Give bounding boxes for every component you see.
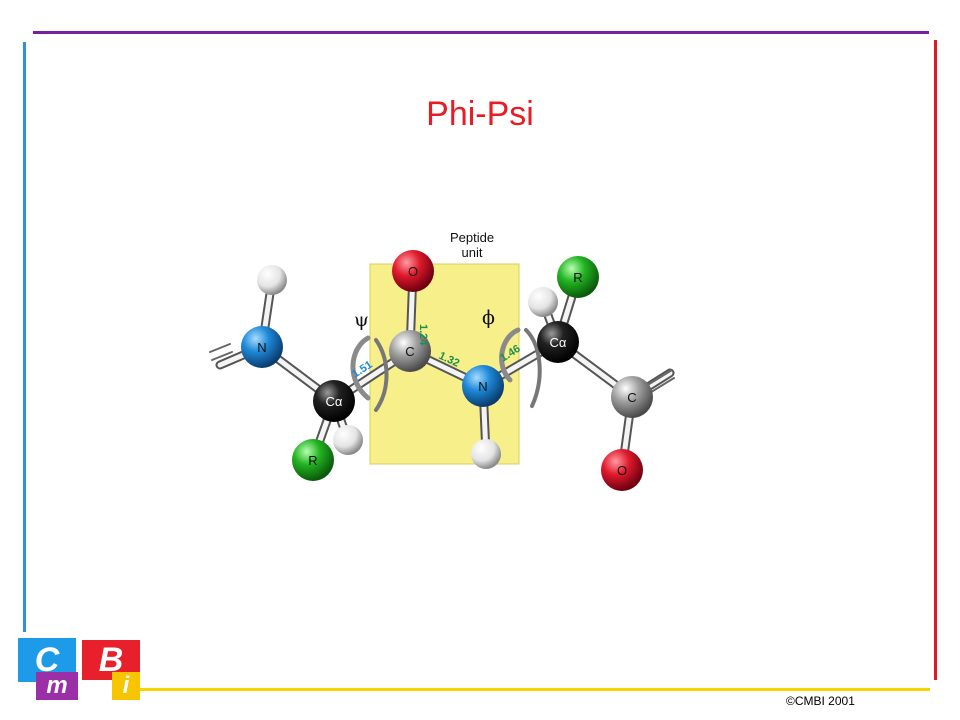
psi-symbol: ψ bbox=[354, 309, 369, 331]
atom-n-center: N bbox=[462, 365, 504, 407]
atoms: N R Cα O C N R Cα bbox=[241, 250, 653, 491]
slide-title: Phi-Psi bbox=[426, 95, 534, 133]
peptide-unit-label-line2: unit bbox=[462, 245, 483, 260]
logo-tile-m: m bbox=[36, 672, 78, 700]
peptide-unit-label-line1: Peptide bbox=[450, 230, 494, 245]
cmbi-logo: C B m i bbox=[16, 638, 140, 700]
svg-text:O: O bbox=[408, 264, 418, 279]
svg-text:R: R bbox=[308, 453, 317, 468]
atom-ca-left: Cα bbox=[313, 380, 355, 422]
atom-o-bottom: O bbox=[601, 449, 643, 491]
svg-text:O: O bbox=[617, 463, 627, 478]
atom-c-right: C bbox=[611, 376, 653, 418]
peptide-diagram: Peptide unit bbox=[209, 230, 675, 491]
svg-text:C: C bbox=[405, 344, 414, 359]
svg-text:N: N bbox=[478, 379, 487, 394]
phi-rotation-arrow-icon bbox=[499, 327, 521, 383]
atom-c-center: C bbox=[389, 330, 431, 372]
hydrogen-atom bbox=[471, 439, 501, 469]
logo-tile-i: i bbox=[112, 672, 140, 700]
hydrogen-atom bbox=[528, 287, 558, 317]
svg-text:N: N bbox=[257, 340, 266, 355]
phi-symbol: ϕ bbox=[482, 307, 495, 329]
frame-bottom-line bbox=[138, 688, 930, 691]
bond-length-c-o: 1.24 bbox=[417, 324, 429, 346]
atom-o-top: O bbox=[392, 250, 434, 292]
frame-top-line bbox=[33, 31, 929, 34]
atom-ca-right: Cα bbox=[537, 321, 579, 363]
hydrogen-atom bbox=[257, 265, 287, 295]
psi-rotation-arrow-icon bbox=[350, 335, 371, 401]
frame-right-line bbox=[934, 40, 937, 680]
frame-left-line bbox=[23, 42, 26, 632]
svg-text:Cα: Cα bbox=[550, 335, 567, 350]
atom-r-left: R bbox=[292, 439, 334, 481]
svg-text:C: C bbox=[627, 390, 636, 405]
svg-text:Cα: Cα bbox=[326, 394, 343, 409]
copyright-text: ©CMBI 2001 bbox=[786, 694, 855, 708]
svg-text:R: R bbox=[573, 270, 582, 285]
atom-n-left: N bbox=[241, 326, 283, 368]
atom-r-right: R bbox=[557, 256, 599, 298]
rotation-arrows bbox=[350, 327, 542, 412]
hydrogen-atom bbox=[333, 425, 363, 455]
angle-labels: ψ ϕ bbox=[354, 307, 495, 331]
